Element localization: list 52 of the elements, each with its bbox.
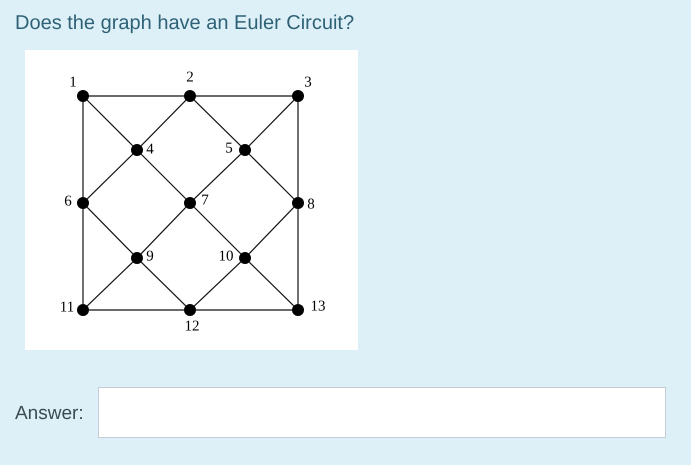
graph-edge: [248, 206, 294, 254]
vertex-dot: [184, 197, 196, 209]
vertex-label: 6: [64, 194, 72, 210]
vertex-dot: [131, 252, 143, 264]
vertex-dot: [131, 144, 143, 156]
vertex-label: 12: [184, 320, 200, 334]
vertex-label: 1: [69, 76, 77, 90]
vertex-label: 3: [304, 76, 312, 90]
graph-edge: [82, 102, 84, 197]
vertex-dot: [292, 304, 304, 316]
vertex-label: 10: [218, 250, 234, 264]
vertex-label: 9: [146, 250, 154, 264]
graph-edge: [140, 262, 186, 306]
question-text: Does the graph have an Euler Circuit?: [15, 11, 354, 36]
graph-edge: [297, 102, 299, 197]
graph-edge: [248, 154, 294, 200]
graph-edge: [86, 100, 134, 146]
vertex-dot: [184, 304, 196, 316]
vertex-dot: [239, 144, 251, 156]
graph-edge: [86, 262, 134, 306]
graph-edge: [140, 206, 186, 254]
answer-label: Answer:: [15, 402, 84, 426]
vertex-dot: [292, 197, 304, 209]
vertex-dot: [184, 90, 196, 102]
graph-edge: [89, 95, 184, 97]
graph-edge: [86, 206, 134, 254]
graph-edge: [86, 154, 134, 200]
graph-edge: [297, 209, 299, 304]
graph-edge: [196, 309, 292, 311]
graph-edge: [194, 206, 242, 254]
vertex-label: 2: [186, 70, 194, 86]
vertex-label: 5: [225, 142, 233, 156]
graph-edge: [248, 100, 294, 146]
vertex-dot: [77, 197, 89, 209]
graph-edge: [140, 100, 186, 146]
graph-edge: [89, 309, 184, 311]
graph-edge: [194, 100, 242, 146]
graph-edge: [248, 262, 294, 306]
vertex-dot: [77, 304, 89, 316]
graph-edge: [140, 154, 186, 200]
vertex-dot: [292, 90, 304, 102]
graph-edge: [194, 154, 242, 200]
graph-edge: [82, 209, 84, 304]
vertex-label: 13: [310, 300, 326, 314]
graph-edge: [194, 262, 242, 306]
vertex-dot: [77, 90, 89, 102]
vertex-label: 8: [307, 198, 315, 212]
vertex-label: 4: [146, 142, 154, 158]
vertex-label: 7: [201, 194, 209, 208]
graph-edge: [196, 95, 292, 97]
vertex-dot: [239, 252, 251, 264]
vertex-label: 11: [60, 300, 74, 316]
